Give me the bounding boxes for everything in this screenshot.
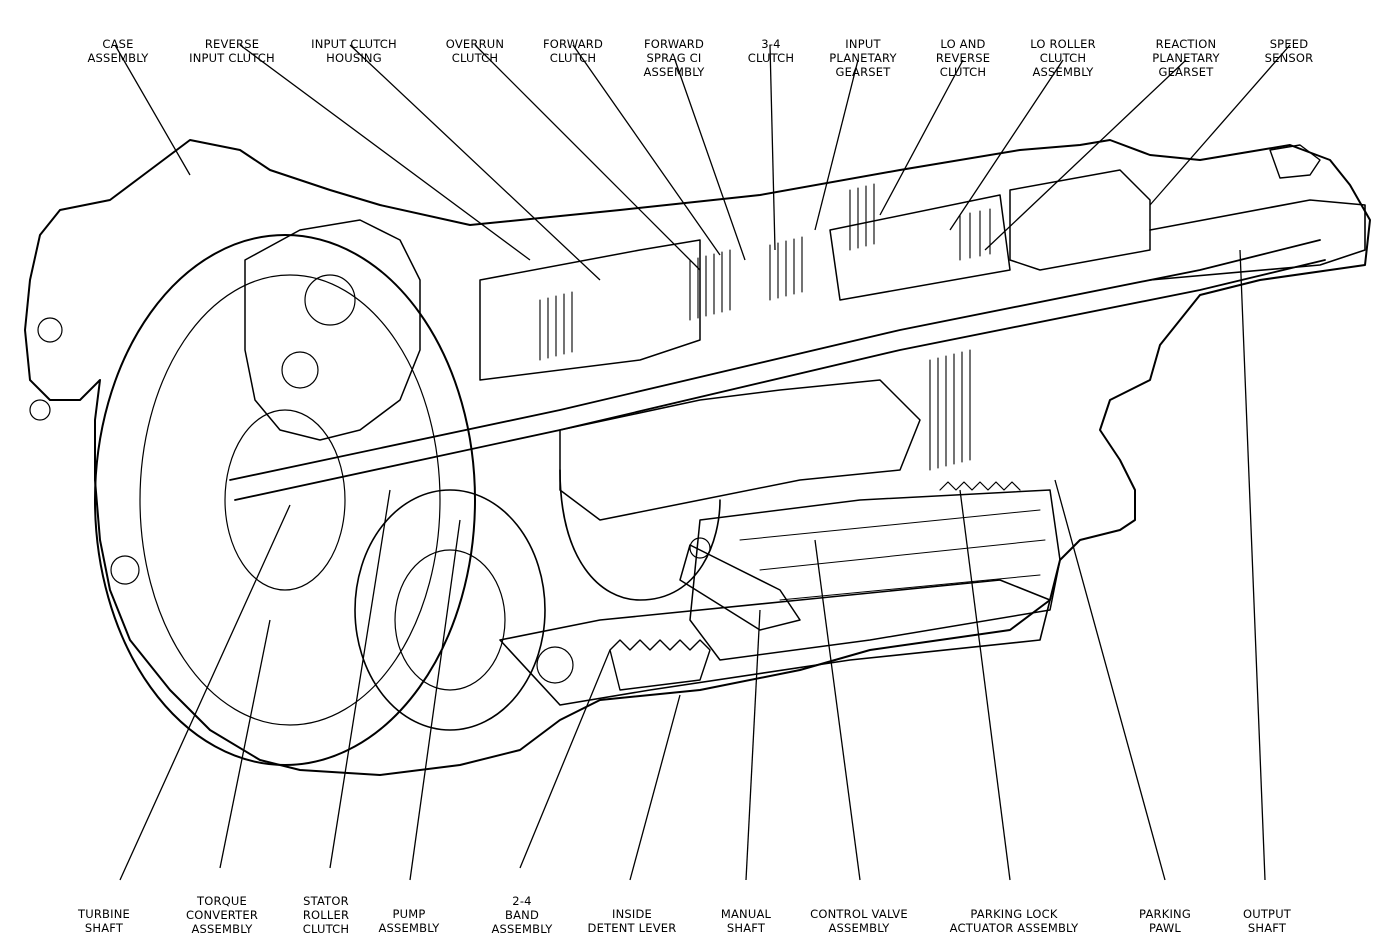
main-shaft-lower	[234, 259, 1326, 501]
case-outline	[24, 139, 1371, 776]
band-assembly-outline	[559, 469, 721, 601]
planetary-housing	[829, 194, 1011, 301]
input-clutch-drum	[479, 239, 701, 381]
pump-rotor	[394, 549, 506, 691]
transmission-cutaway-diagram	[24, 44, 1371, 881]
manual-shaft	[679, 544, 801, 631]
detent-lever	[609, 639, 711, 691]
speed-sensor-body	[1269, 144, 1321, 179]
torque-converter-outer	[94, 234, 476, 766]
forward-drum	[559, 379, 921, 521]
pump-housing	[354, 489, 546, 731]
oil-pan	[499, 579, 1051, 706]
output-shaft-outline	[1149, 199, 1366, 281]
leader-lines	[114, 44, 1291, 881]
parking-actuator-spring	[939, 481, 1021, 491]
valve-body-front	[244, 219, 421, 441]
torque-converter-inner	[139, 274, 441, 726]
clutch-packs	[539, 183, 991, 471]
torque-converter-hub	[224, 409, 346, 591]
control-valve-body	[689, 489, 1061, 661]
rear-housing	[1009, 169, 1151, 271]
